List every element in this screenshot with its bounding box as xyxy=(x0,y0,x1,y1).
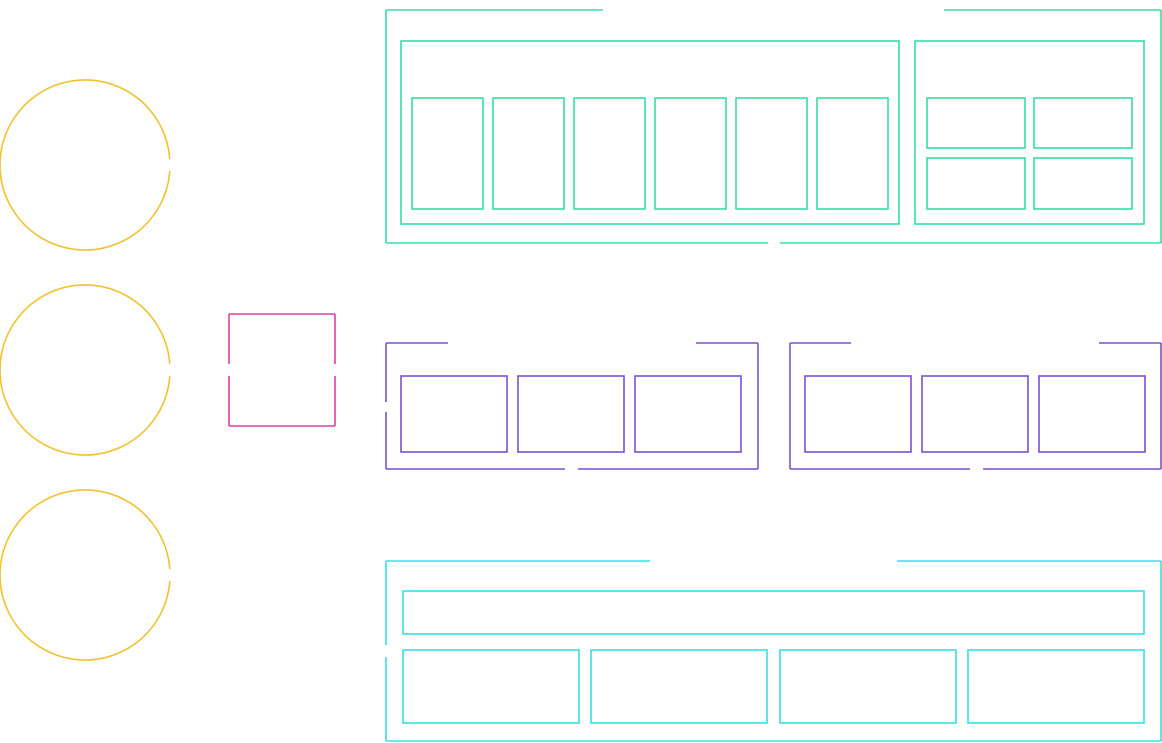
cyan-group-cell-2 xyxy=(590,649,768,724)
purple-group-left-cell-2 xyxy=(517,375,625,453)
green-left-panel-cell-6 xyxy=(816,97,889,210)
green-right-panel-cell-2 xyxy=(1033,97,1133,149)
green-right-panel-cell-4 xyxy=(1033,157,1133,210)
cyan-group-cell-4 xyxy=(967,649,1145,724)
green-right-panel-cell-3 xyxy=(926,157,1026,210)
purple-group-left-cell-1 xyxy=(400,375,508,453)
purple-group-right-cell-1 xyxy=(804,375,912,453)
purple-group-right-cell-2 xyxy=(921,375,1029,453)
circle-node-3 xyxy=(0,489,171,661)
cyan-group-cell-1 xyxy=(402,649,580,724)
green-left-panel xyxy=(400,40,900,225)
green-left-panel-cell-2 xyxy=(492,97,565,210)
green-left-panel-cell-5 xyxy=(735,97,808,210)
cyan-group-cell-3 xyxy=(779,649,957,724)
cyan-group-header-bar xyxy=(402,590,1145,635)
purple-group-left-cell-3 xyxy=(634,375,742,453)
green-left-panel-cell-1 xyxy=(411,97,484,210)
purple-group-right-cell-3 xyxy=(1038,375,1146,453)
green-left-panel-cell-4 xyxy=(654,97,727,210)
circle-node-2 xyxy=(0,284,171,456)
green-left-panel-cell-3 xyxy=(573,97,646,210)
green-right-panel-cell-1 xyxy=(926,97,1026,149)
green-right-panel xyxy=(914,40,1145,225)
circle-node-1 xyxy=(0,79,171,251)
